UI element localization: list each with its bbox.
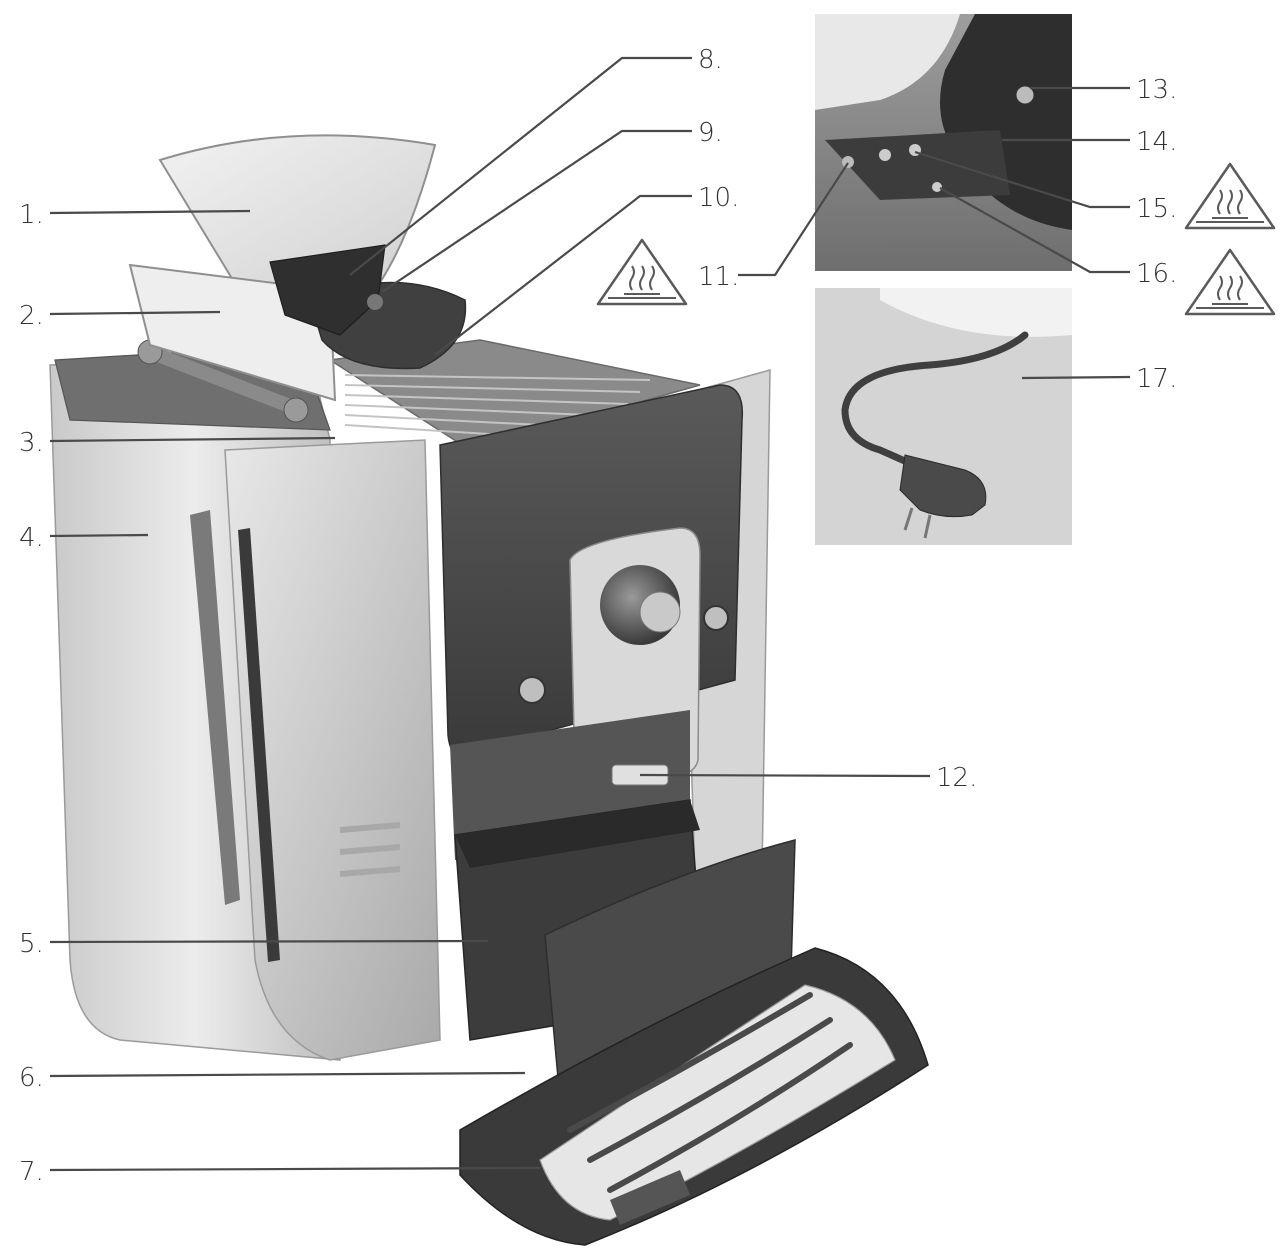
callout-label-1: 1. bbox=[19, 200, 44, 230]
callout-label-12: 12. bbox=[936, 763, 977, 793]
callout-label-3: 3. bbox=[19, 428, 44, 458]
coffee-machine-illustration bbox=[49, 134, 929, 1246]
leader-5 bbox=[49, 939, 489, 944]
knob-button[interactable] bbox=[639, 591, 681, 633]
leader-9 bbox=[381, 129, 692, 293]
leader-7 bbox=[49, 1166, 541, 1172]
water-tank-window bbox=[190, 510, 240, 905]
callout-label-11: 11. bbox=[698, 262, 739, 292]
inset-cord-machine-bottom bbox=[880, 288, 1072, 337]
leader-3 bbox=[49, 436, 336, 443]
power-cord bbox=[841, 331, 1029, 474]
inset-rear-screw-1 bbox=[879, 149, 891, 161]
inset-rear-machine-bottom bbox=[815, 14, 960, 110]
leader-12 bbox=[639, 773, 931, 778]
front-left-panel bbox=[224, 439, 441, 1061]
callout-label-15: 15. bbox=[1136, 194, 1177, 224]
leader-6 bbox=[49, 1071, 526, 1078]
inset-rear-screw-4 bbox=[842, 156, 854, 168]
lid-hinge-bar bbox=[138, 343, 307, 417]
callout-label-5: 5. bbox=[19, 929, 44, 959]
grind-adjust-cover bbox=[269, 244, 386, 336]
power-button-right[interactable] bbox=[703, 605, 729, 631]
callout-label-2: 2. bbox=[19, 301, 44, 331]
leader-10 bbox=[434, 194, 692, 356]
hot-surface-warning-icon bbox=[596, 238, 688, 306]
leader-1 bbox=[49, 209, 251, 215]
grind-knob bbox=[367, 294, 383, 310]
callout-label-4: 4. bbox=[19, 523, 44, 553]
callout-labels: 1. 2. 3. 4. 5. 6. 7. 8. 9. 10. 11. 12. 1… bbox=[19, 45, 1177, 1187]
inset-rear-valve bbox=[1015, 85, 1035, 105]
leader-8 bbox=[349, 56, 692, 276]
callout-label-9: 9. bbox=[698, 118, 723, 148]
inset-rear-connector-block bbox=[825, 130, 1010, 200]
callout-label-13: 13. bbox=[1136, 75, 1177, 105]
grille-slats bbox=[344, 374, 651, 441]
leader-11 bbox=[738, 162, 849, 277]
drip-tray-slots bbox=[567, 992, 853, 1193]
callout-label-14: 14. bbox=[1136, 127, 1177, 157]
front-panel-slot bbox=[238, 528, 280, 962]
callout-label-16: 16. bbox=[1136, 259, 1177, 289]
callout-label-8: 8. bbox=[698, 45, 723, 75]
hot-surface-warning-icon bbox=[1184, 162, 1276, 230]
callout-label-17: 17. bbox=[1136, 364, 1177, 394]
leader-17 bbox=[1021, 375, 1131, 380]
leader-15 bbox=[914, 150, 1130, 209]
front-panel-ribs bbox=[339, 822, 401, 877]
hot-surface-warning-icon bbox=[1184, 248, 1276, 316]
callout-label-6: 6. bbox=[19, 1063, 44, 1093]
power-plug bbox=[899, 454, 987, 518]
drip-tray-front-bar bbox=[610, 1170, 690, 1225]
leader-4 bbox=[49, 533, 149, 538]
inset-power-cord bbox=[815, 288, 1072, 545]
drip-float-hole bbox=[816, 976, 828, 988]
hinge-cap-right bbox=[283, 397, 309, 423]
drip-tray-grid bbox=[539, 984, 896, 1221]
leader-lines bbox=[49, 56, 1131, 1172]
power-button-left[interactable] bbox=[518, 676, 546, 704]
plug-pins bbox=[903, 507, 932, 539]
callout-label-10: 10. bbox=[698, 183, 739, 213]
inset-rear-screw-3 bbox=[932, 182, 942, 192]
callout-label-7: 7. bbox=[19, 1157, 44, 1187]
inset-rear-connections bbox=[815, 14, 1072, 271]
leader-2 bbox=[49, 310, 221, 316]
leader-16 bbox=[939, 187, 1130, 274]
grounds-container-rim bbox=[455, 800, 700, 868]
